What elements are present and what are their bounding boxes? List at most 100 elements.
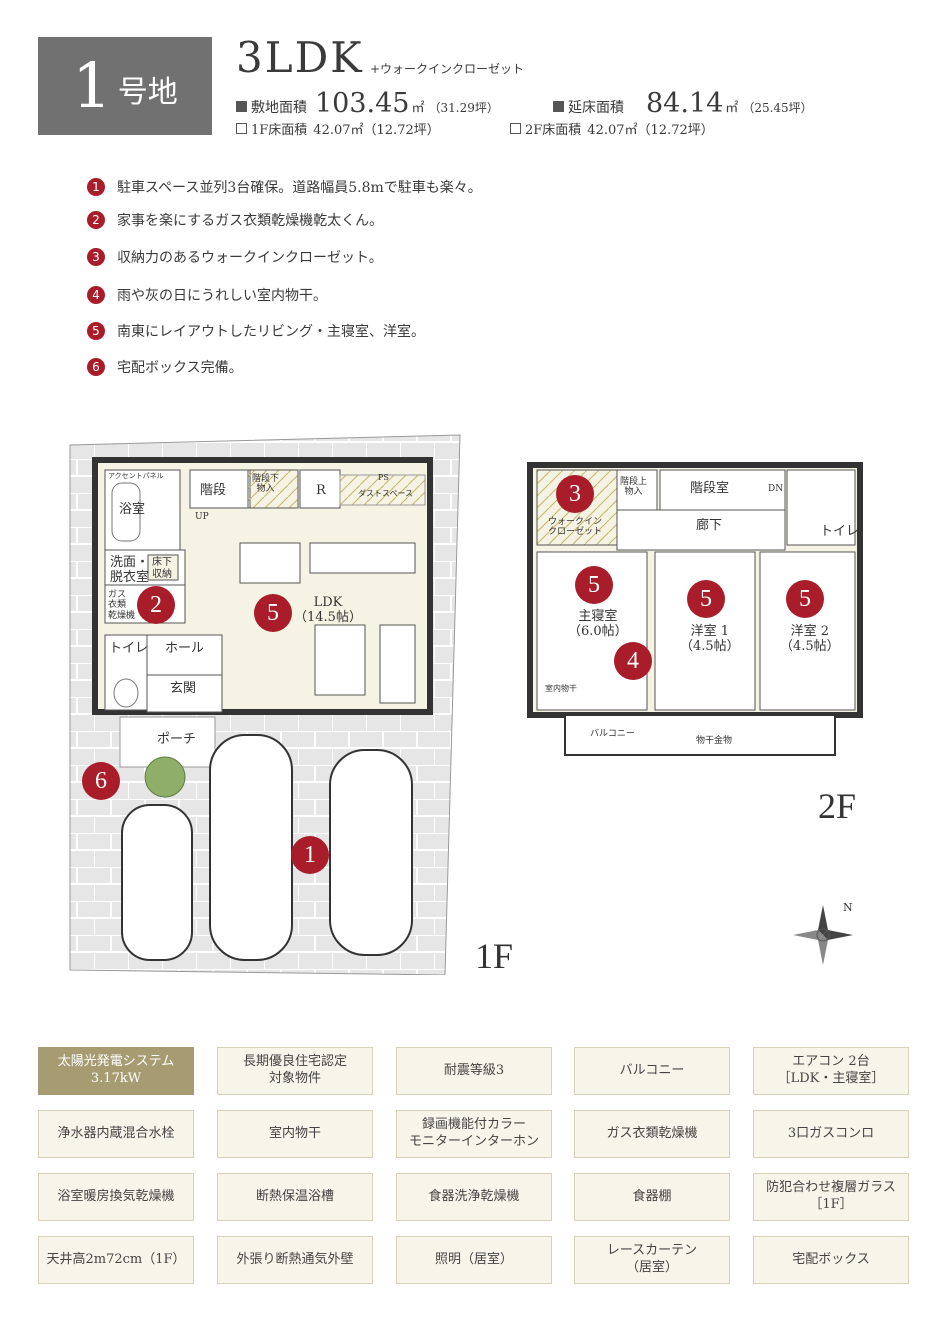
label-stairs-storage: 階段上 物入 (620, 477, 648, 498)
feature-text: 駐車スペース並列3台確保。道路幅員5.8mで駐車も楽々。 (117, 180, 482, 196)
equipment-item: 食器棚 (574, 1173, 730, 1221)
label-hall: ホール (165, 641, 205, 656)
equipment-item: 照明（居室） (396, 1236, 552, 1284)
lot-badge: 1 号地 (38, 37, 212, 135)
floor1-area-row: 1F床面積 42.07㎡（12.72坪） (236, 119, 440, 138)
feature-text: 収納力のあるウォークインクローゼット。 (117, 250, 383, 266)
label-up: UP (195, 512, 209, 522)
equipment-item: 天井高2m72cm（1F） (38, 1236, 194, 1284)
marker-4: 4 (614, 642, 652, 680)
label-dry-rack: 物干金物 (696, 736, 733, 746)
feature-item: 5 南東にレイアウトしたリビング・主寝室、洋室。 (87, 321, 425, 341)
feature-number: 5 (87, 322, 105, 340)
site-area-label: 敷地面積 (251, 100, 307, 116)
feature-item: 4 雨や灰の日にうれしい室内物干。 (87, 285, 327, 305)
marker-5: 5 (254, 594, 292, 632)
marker-5: 5 (575, 566, 613, 604)
compass-icon (793, 905, 853, 965)
floor2-area-row: 2F床面積 42.07㎡（12.72坪） (510, 119, 714, 138)
label-dryer: ガス 衣類 乾燥機 (108, 590, 136, 621)
equipment-item: 浴室暖房換気乾燥機 (38, 1173, 194, 1221)
feature-text: 南東にレイアウトしたリビング・主寝室、洋室。 (117, 324, 425, 340)
label-corridor: 廊下 (696, 518, 723, 533)
filled-square-icon (236, 101, 247, 112)
feature-text: 雨や灰の日にうれしい室内物干。 (117, 288, 327, 304)
label-western1: 洋室 1 （4.5帖） (680, 624, 740, 654)
floor-label-2f: 2F (818, 786, 857, 826)
equipment-item: エアコン 2台 ［LDK・主寝室］ (753, 1047, 909, 1095)
feature-number: 2 (87, 211, 105, 229)
label-western2: 洋室 2 （4.5帖） (780, 624, 840, 654)
equipment-item: 3口ガスコンロ (753, 1110, 909, 1158)
equipment-item: 断熱保温浴槽 (217, 1173, 373, 1221)
feature-number: 1 (87, 178, 105, 196)
label-entrance: 玄関 (170, 681, 197, 696)
feature-item: 2 家事を楽にするガス衣類乾燥機乾太くん。 (87, 210, 383, 230)
equipment-item: 太陽光発電システム 3.17kW (38, 1047, 194, 1095)
marker-3: 3 (556, 475, 594, 513)
label-wic: ウォークイン クローゼット (548, 517, 603, 538)
label-porch: ポーチ (157, 732, 197, 747)
equipment-item: 室内物干 (217, 1110, 373, 1158)
feature-item: 1 駐車スペース並列3台確保。道路幅員5.8mで駐車も楽々。 (87, 177, 482, 197)
label-fridge: R (316, 483, 326, 498)
label-dust: ダストスペース (358, 489, 414, 498)
label-balcony: バルコニー (590, 729, 635, 739)
label-dn: DN (768, 484, 784, 494)
equipment-item: 食器洗浄乾燥機 (396, 1173, 552, 1221)
floor-area-label: 延床面積 (568, 100, 624, 116)
feature-text: 家事を楽にするガス衣類乾燥機乾太くん。 (117, 213, 384, 229)
marker-6: 6 (82, 762, 120, 800)
compass-north-label: N (843, 901, 853, 914)
feature-item: 3 収納力のあるウォークインクローゼット。 (87, 247, 383, 267)
label-stairs-room: 階段室 (690, 481, 730, 496)
site-area-row: 敷地面積 103.45 ㎡ （31.29坪） (236, 88, 499, 119)
label-2f-toilet: トイレ (820, 524, 860, 539)
equipment-item: 防犯合わせ複層ガラス ［1F］ (753, 1173, 909, 1221)
floor2-value: 42.07㎡（12.72坪） (587, 123, 714, 138)
layout-type: 3LDK (236, 33, 364, 82)
marker-5: 5 (687, 580, 725, 618)
feature-number: 4 (87, 286, 105, 304)
label-ps: PS (378, 473, 389, 482)
equipment-item: バルコニー (574, 1047, 730, 1095)
lot-number: 1 (72, 49, 112, 122)
label-master: 主寝室 （6.0帖） (568, 609, 628, 639)
floor-plan-1f (69, 434, 461, 975)
equipment-item: 浄水器内蔵混合水栓 (38, 1110, 194, 1158)
floor-area-row: 延床面積 84.14 ㎡ （25.45坪） (553, 88, 813, 119)
site-area-unit: ㎡ (411, 101, 425, 116)
label-under-stairs: 階段下 物入 (252, 474, 280, 495)
feature-item: 6 宅配ボックス完備。 (87, 357, 243, 377)
marker-5: 5 (786, 580, 824, 618)
equipment-item: 外張り断熱通気外壁 (217, 1236, 373, 1284)
floor1-value: 42.07㎡（12.72坪） (313, 123, 440, 138)
equipment-item: 耐震等級3 (396, 1047, 552, 1095)
floor-area-value: 84.14 (646, 88, 724, 119)
label-indoor-dry: 室内物干 (545, 684, 577, 693)
label-stairs: 階段 (200, 483, 227, 498)
lot-suffix: 号地 (117, 75, 178, 110)
label-toilet: トイレ (109, 641, 149, 656)
floor2-label: 2F床面積 (525, 123, 582, 138)
label-bath: 浴室 (119, 502, 146, 517)
site-area-value: 103.45 (315, 88, 410, 119)
equipment-item: 録画機能付カラー モニターインターホン (396, 1110, 552, 1158)
equipment-item: ガス衣類乾燥機 (574, 1110, 730, 1158)
equipment-item: 宅配ボックス (753, 1236, 909, 1284)
floor-area-unit: ㎡ (725, 101, 739, 116)
equipment-item: レースカーテン （居室） (574, 1236, 730, 1284)
floor-label-1f: 1F (475, 936, 514, 976)
label-hall-storage: 床下 収納 (152, 557, 172, 580)
feature-number: 3 (87, 248, 105, 266)
feature-text: 宅配ボックス完備。 (117, 360, 243, 376)
empty-square-icon (236, 123, 247, 134)
equipment-item: 長期優良住宅認定 対象物件 (217, 1047, 373, 1095)
filled-square-icon (553, 101, 564, 112)
floor1-label: 1F床面積 (251, 123, 308, 138)
floor-area-tsubo: （25.45坪） (742, 101, 813, 115)
empty-square-icon (510, 123, 521, 134)
label-accent-panel: アクセントパネル (108, 472, 164, 480)
marker-2: 2 (137, 586, 175, 624)
feature-number: 6 (87, 358, 105, 376)
